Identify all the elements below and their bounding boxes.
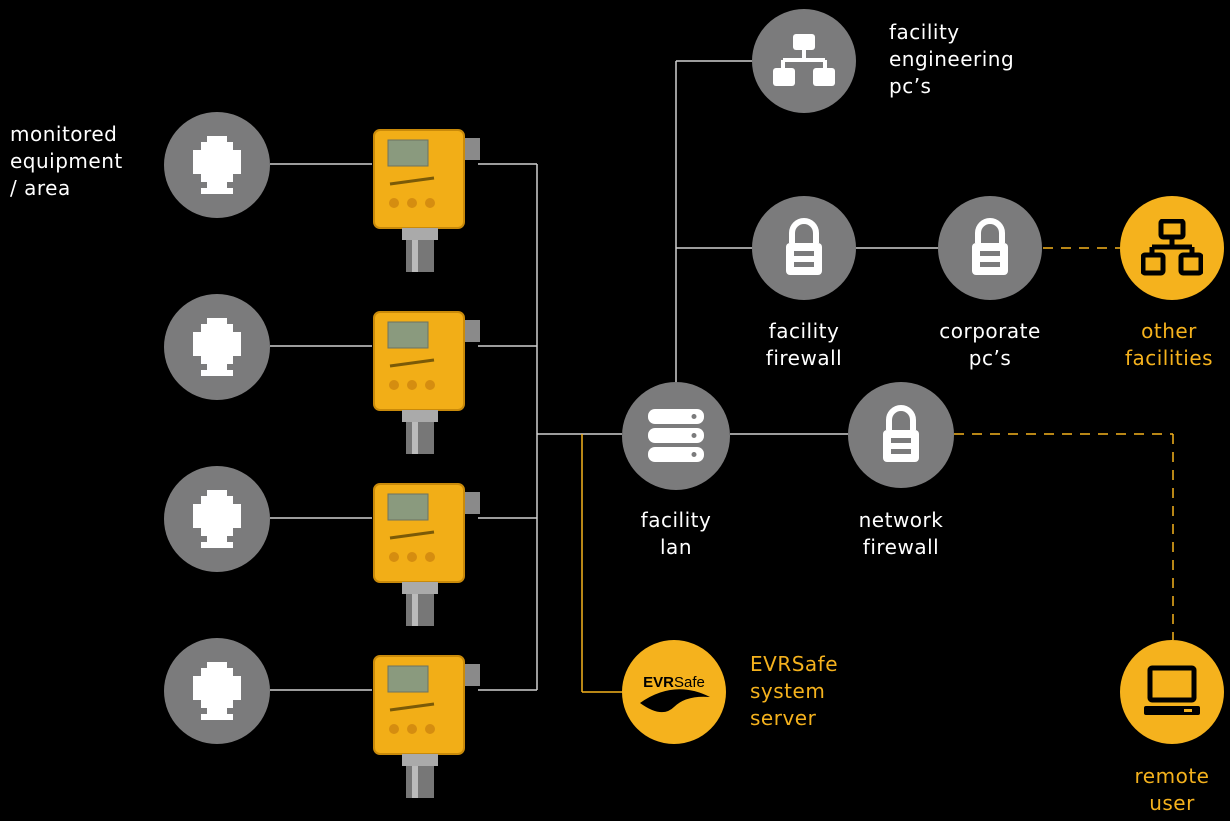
facility-firewall-node (752, 196, 856, 300)
gas-detector-device (373, 483, 480, 626)
evrsafe-logo: EVRSafe (640, 674, 710, 713)
fire-hydrant-icon (193, 490, 241, 548)
monitored-area-node (164, 638, 270, 744)
monitored-area-label: monitored equipment / area (10, 122, 123, 200)
fire-hydrant-icon (193, 662, 241, 720)
engineering-pcs-label: facility engineering pc’s (889, 20, 1015, 98)
engineering-pcs-node (752, 9, 856, 113)
fire-hydrant-icon (193, 318, 241, 376)
padlock-icon (786, 218, 822, 275)
facility-firewall-label: facility firewall (765, 319, 843, 370)
padlock-icon (883, 405, 919, 462)
network-hierarchy-icon (773, 34, 835, 86)
laptop-icon (1144, 665, 1200, 715)
corporate-pcs-node (938, 196, 1042, 300)
remote-user-label: remote user (1134, 764, 1210, 815)
fire-hydrant-icon (193, 136, 241, 194)
evrsafe-server-node: EVRSafe (622, 640, 726, 744)
other-facilities-label: other facilities (1124, 319, 1214, 370)
monitored-area-node (164, 466, 270, 572)
svg-text:EVRSafe: EVRSafe (643, 674, 705, 691)
server-stack-icon (648, 409, 704, 462)
corporate-pcs-label: corporate pc’s (939, 319, 1041, 370)
network-hierarchy-icon (1141, 219, 1203, 276)
monitored-area-node (164, 112, 270, 218)
network-firewall-node (848, 382, 954, 488)
remote-user-node (1120, 640, 1224, 744)
facility-lan-label: facility lan (640, 508, 712, 559)
gas-detector-device (373, 129, 480, 272)
monitored-area-node (164, 294, 270, 400)
evrsafe-server-label: EVRSafe system server (750, 652, 839, 730)
gas-detector-device (373, 311, 480, 454)
other-facilities-node (1120, 196, 1224, 300)
gas-detector-device (373, 655, 480, 798)
network-firewall-label: network firewall (858, 508, 944, 559)
facility-lan-node (622, 382, 730, 490)
padlock-icon (972, 218, 1008, 275)
